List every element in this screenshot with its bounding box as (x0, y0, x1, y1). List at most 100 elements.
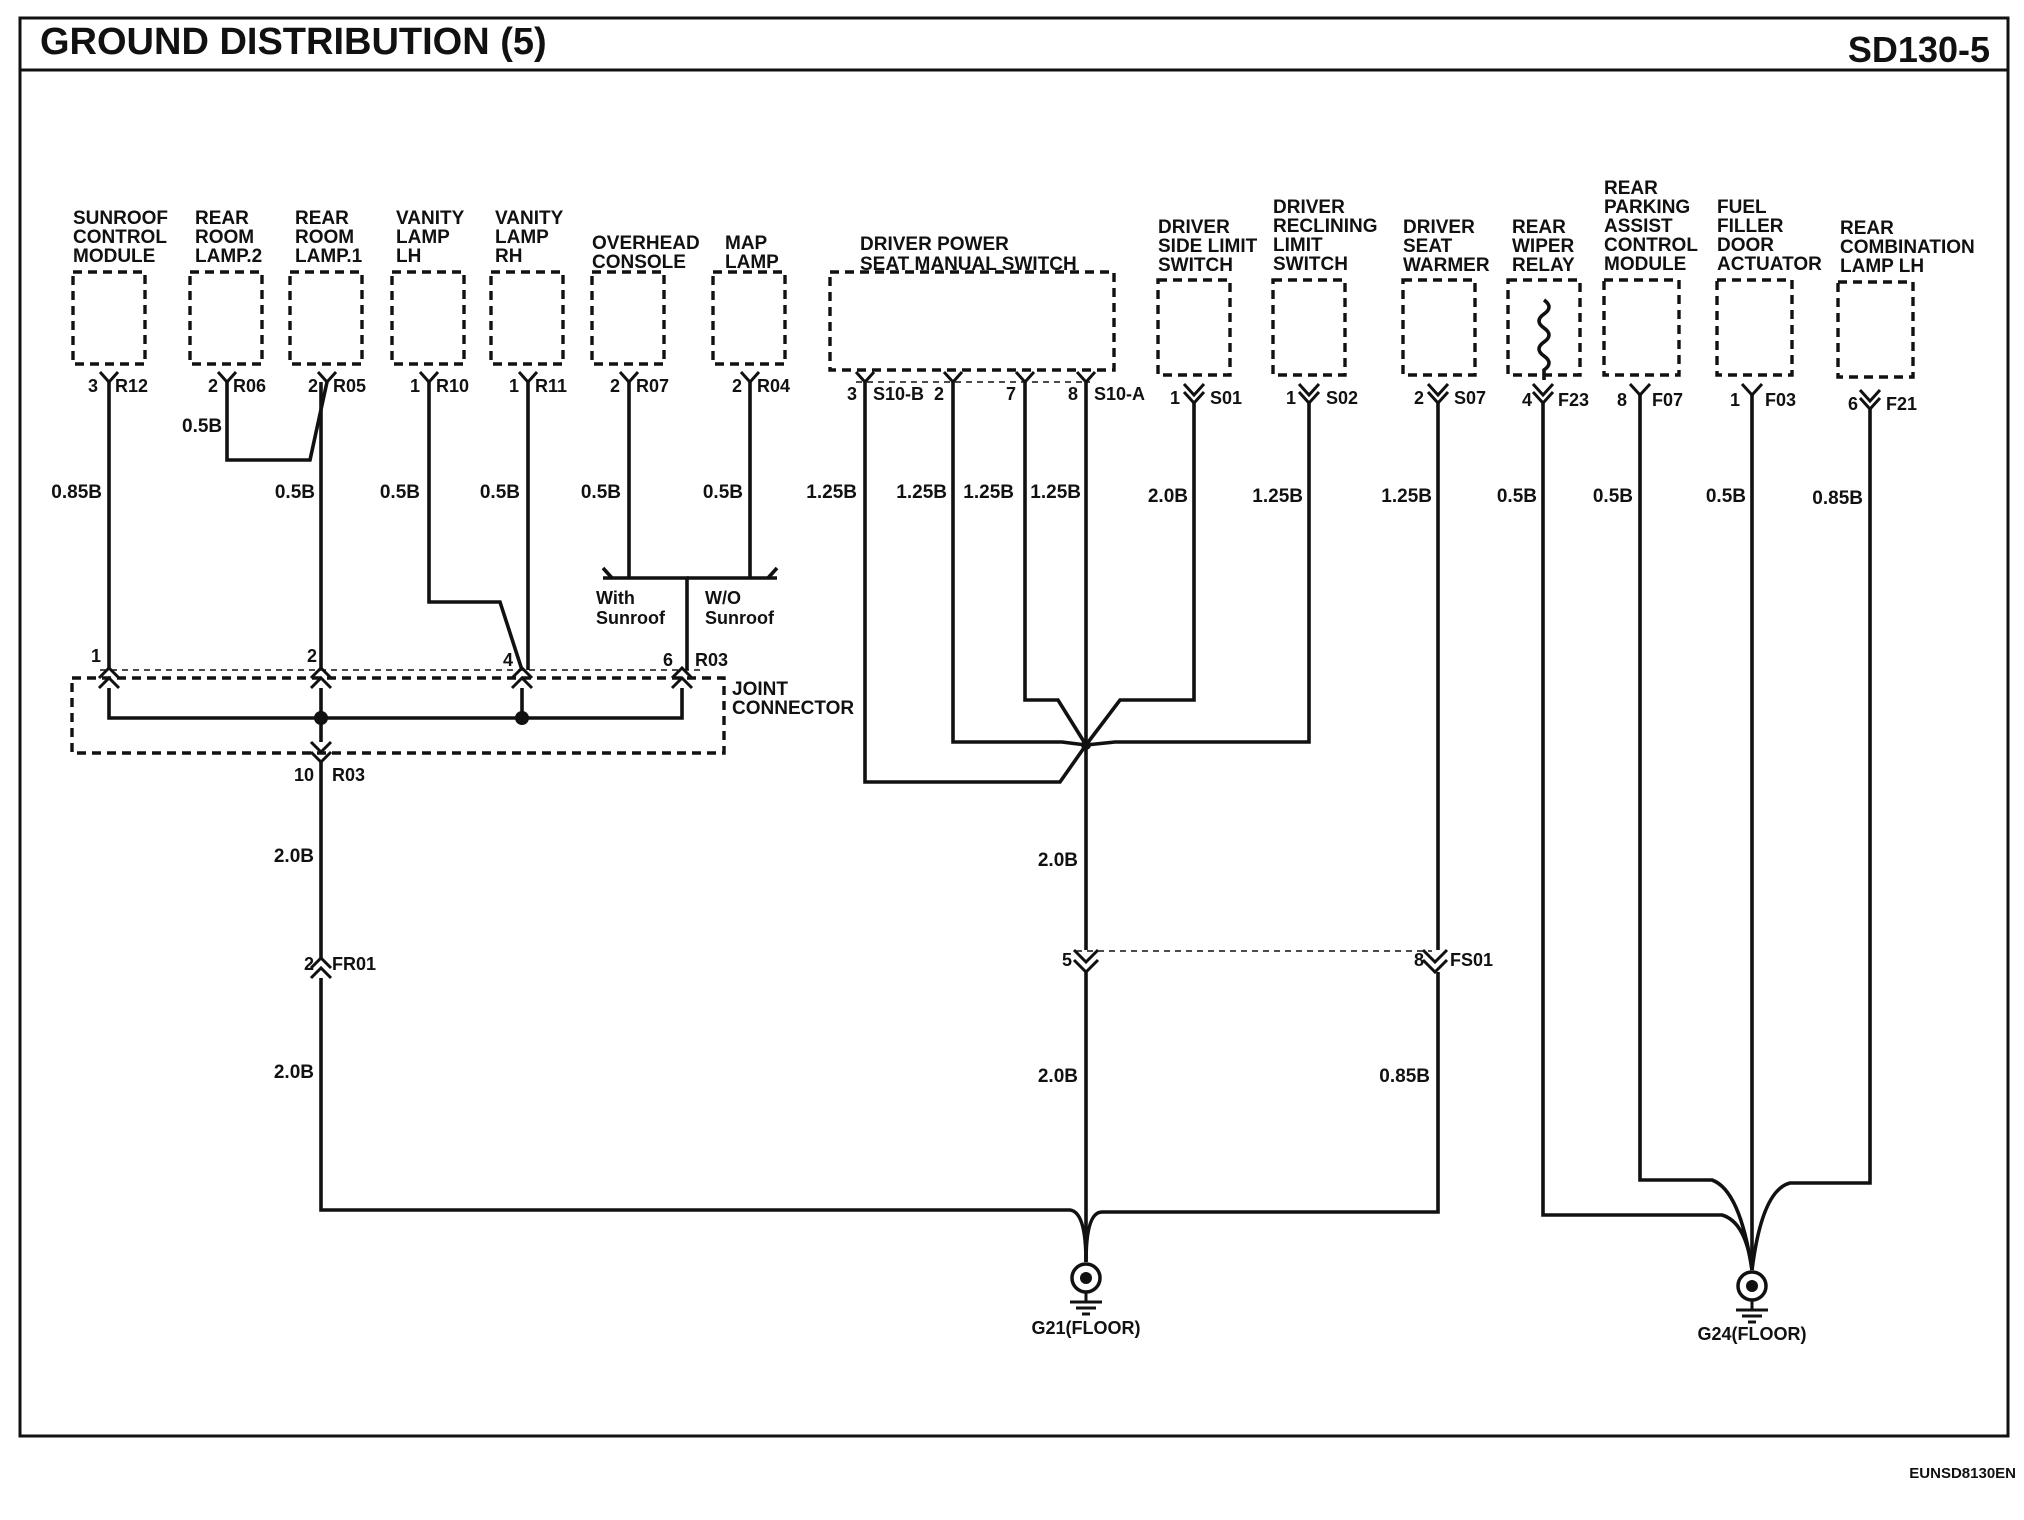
svg-text:1.25B: 1.25B (896, 482, 947, 503)
svg-text:2: 2 (304, 954, 314, 974)
reclining-switch-box (1271, 278, 1347, 377)
svg-text:1.25B: 1.25B (806, 482, 857, 503)
svg-text:10: 10 (294, 765, 314, 785)
svg-text:5: 5 (1062, 950, 1072, 970)
svg-text:8: 8 (1414, 950, 1424, 970)
wire-size-labels: 0.5B 0.85B 0.5B 0.5B 0.5B 0.5B 0.5B 1.25… (51, 416, 1863, 1087)
connector-id: F07 (1652, 390, 1683, 410)
side-limit-switch-box (1156, 278, 1232, 377)
seat-warmer-box (1401, 278, 1477, 377)
svg-text:0.5B: 0.5B (1706, 486, 1746, 507)
svg-text:0.5B: 0.5B (480, 482, 520, 503)
connector-id: R06 (233, 376, 266, 396)
svg-text:2.0B: 2.0B (274, 846, 314, 867)
pin-number: 8 (1068, 384, 1078, 404)
joint-connector-id: R03 (695, 650, 728, 670)
connector-id: R04 (757, 376, 790, 396)
pin-number: 2 (208, 376, 218, 396)
pin-number: 1 (1170, 388, 1180, 408)
svg-text:1: 1 (91, 646, 101, 666)
pin-number: 8 (1617, 390, 1627, 410)
pin-number: 2 (934, 384, 944, 404)
svg-text:0.85B: 0.85B (1812, 488, 1863, 509)
connector-id: R05 (333, 376, 366, 396)
wire-warmer-ground (1084, 972, 1440, 1263)
wire-wiper-relay (1541, 403, 1754, 1271)
connector-id: R12 (115, 376, 148, 396)
diagram-reference-code: EUNSD8130EN (1909, 1465, 2016, 1482)
overhead-console-box (590, 270, 666, 366)
wire-seat-pin3 (863, 382, 1088, 784)
wire-rear-room2 (225, 381, 329, 462)
svg-text:2.0B: 2.0B (274, 1062, 314, 1083)
parking-assist-box (1602, 278, 1681, 377)
vanity-lamp-rh-box (489, 270, 565, 366)
wire-reclining (1085, 403, 1311, 747)
pin-number: 3 (88, 376, 98, 396)
ground-g21: G21(FLOOR) (1031, 1262, 1141, 1338)
svg-text:0.5B: 0.5B (380, 482, 420, 503)
connector-id: R10 (436, 376, 469, 396)
map-lamp-box (711, 270, 787, 366)
connector-id: S10-A (1094, 384, 1145, 404)
diagram-frame (18, 16, 2010, 1438)
svg-text:4: 4 (503, 650, 513, 670)
splice-dot (1081, 740, 1091, 750)
wire-map-lamp (687, 382, 777, 580)
connector-id: S07 (1454, 388, 1486, 408)
ground-g24: G24(FLOOR) (1697, 1270, 1807, 1344)
connector-id: S02 (1326, 388, 1358, 408)
svg-text:1.25B: 1.25B (1381, 486, 1432, 507)
pin-number: 3 (847, 384, 857, 404)
page-code: SD130-5 (1848, 29, 1990, 70)
wire-parking-assist (1638, 395, 1754, 1271)
connector-id: S01 (1210, 388, 1242, 408)
joint-bus (107, 688, 684, 720)
connector-terminals (97, 370, 1882, 980)
svg-text:1.25B: 1.25B (1252, 486, 1303, 507)
pin-number: 1 (1286, 388, 1296, 408)
pin-number: 2 (308, 376, 318, 396)
svg-text:2.0B: 2.0B (1038, 1066, 1078, 1087)
pin-number: 2 (610, 376, 620, 396)
svg-text:0.5B: 0.5B (703, 482, 743, 503)
rear-combination-box (1836, 280, 1915, 379)
joint-connector-box (70, 676, 726, 755)
svg-text:0.85B: 0.85B (1379, 1066, 1430, 1087)
seat-manual-switch-box (828, 270, 1116, 372)
pin-number: 1 (1730, 390, 1740, 410)
pin-number: 1 (509, 376, 519, 396)
connector-id: F23 (1558, 390, 1589, 410)
svg-text:0.5B: 0.5B (275, 482, 315, 503)
pin-number: 2 (732, 376, 742, 396)
pin-number: 2 (1414, 388, 1424, 408)
connector-id: R11 (535, 376, 567, 396)
fs01-connector-id: FS01 (1450, 950, 1493, 970)
connector-id: R07 (636, 376, 669, 396)
pin-number: 6 (1848, 394, 1858, 414)
wires (107, 381, 1872, 1271)
svg-text:2.0B: 2.0B (1148, 486, 1188, 507)
splice-dot (314, 711, 328, 725)
wire-vanity-lh (427, 382, 524, 671)
ground-g24-label: G24(FLOOR) (1697, 1324, 1806, 1344)
wire-seat-pin7 (1023, 382, 1088, 746)
pin-number: 7 (1006, 384, 1016, 404)
svg-text:0.5B: 0.5B (1593, 486, 1633, 507)
